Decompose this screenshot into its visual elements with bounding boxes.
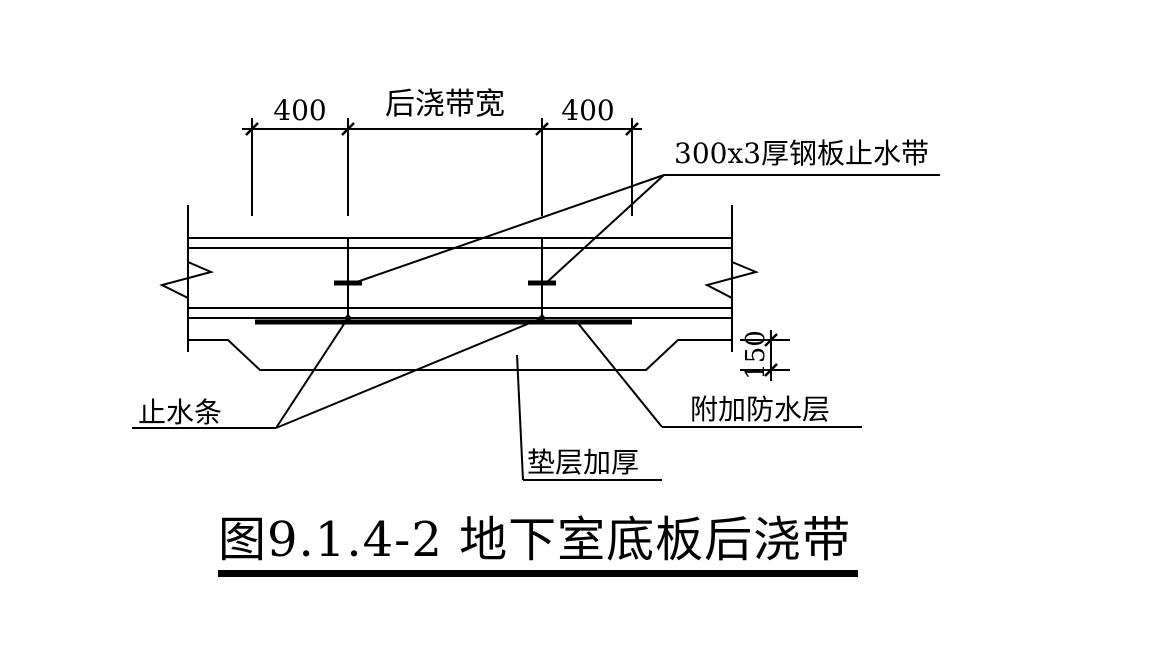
label-water-stop-strip: 止水条	[138, 396, 222, 429]
left-break-symbol	[159, 261, 215, 299]
floor-slab	[187, 205, 733, 352]
dim-left-400: 400	[273, 94, 326, 127]
extra-waterproof-leader	[576, 321, 862, 428]
label-cushion-thicken: 垫层加厚	[527, 446, 639, 479]
water-stop-strip-leader	[132, 317, 543, 429]
steel-waterstop-leader	[353, 174, 940, 284]
cushion-outline	[188, 339, 732, 371]
dim-band-width: 后浇带宽	[385, 87, 505, 122]
right-break-symbol	[704, 261, 760, 299]
figure-caption: 图9.1.4-2 地下室底板后浇带	[218, 507, 858, 577]
label-steel-waterstop: 300x3厚钢板止水带	[674, 137, 929, 170]
label-extra-waterproof: 附加防水层	[690, 393, 830, 426]
dimension-150	[740, 330, 790, 381]
construction-joints	[347, 238, 543, 318]
dim-150-text: 150	[741, 330, 771, 380]
dimension-lines	[242, 118, 642, 216]
cushion-thicken-leader	[516, 354, 662, 481]
dim-right-400: 400	[561, 94, 614, 127]
